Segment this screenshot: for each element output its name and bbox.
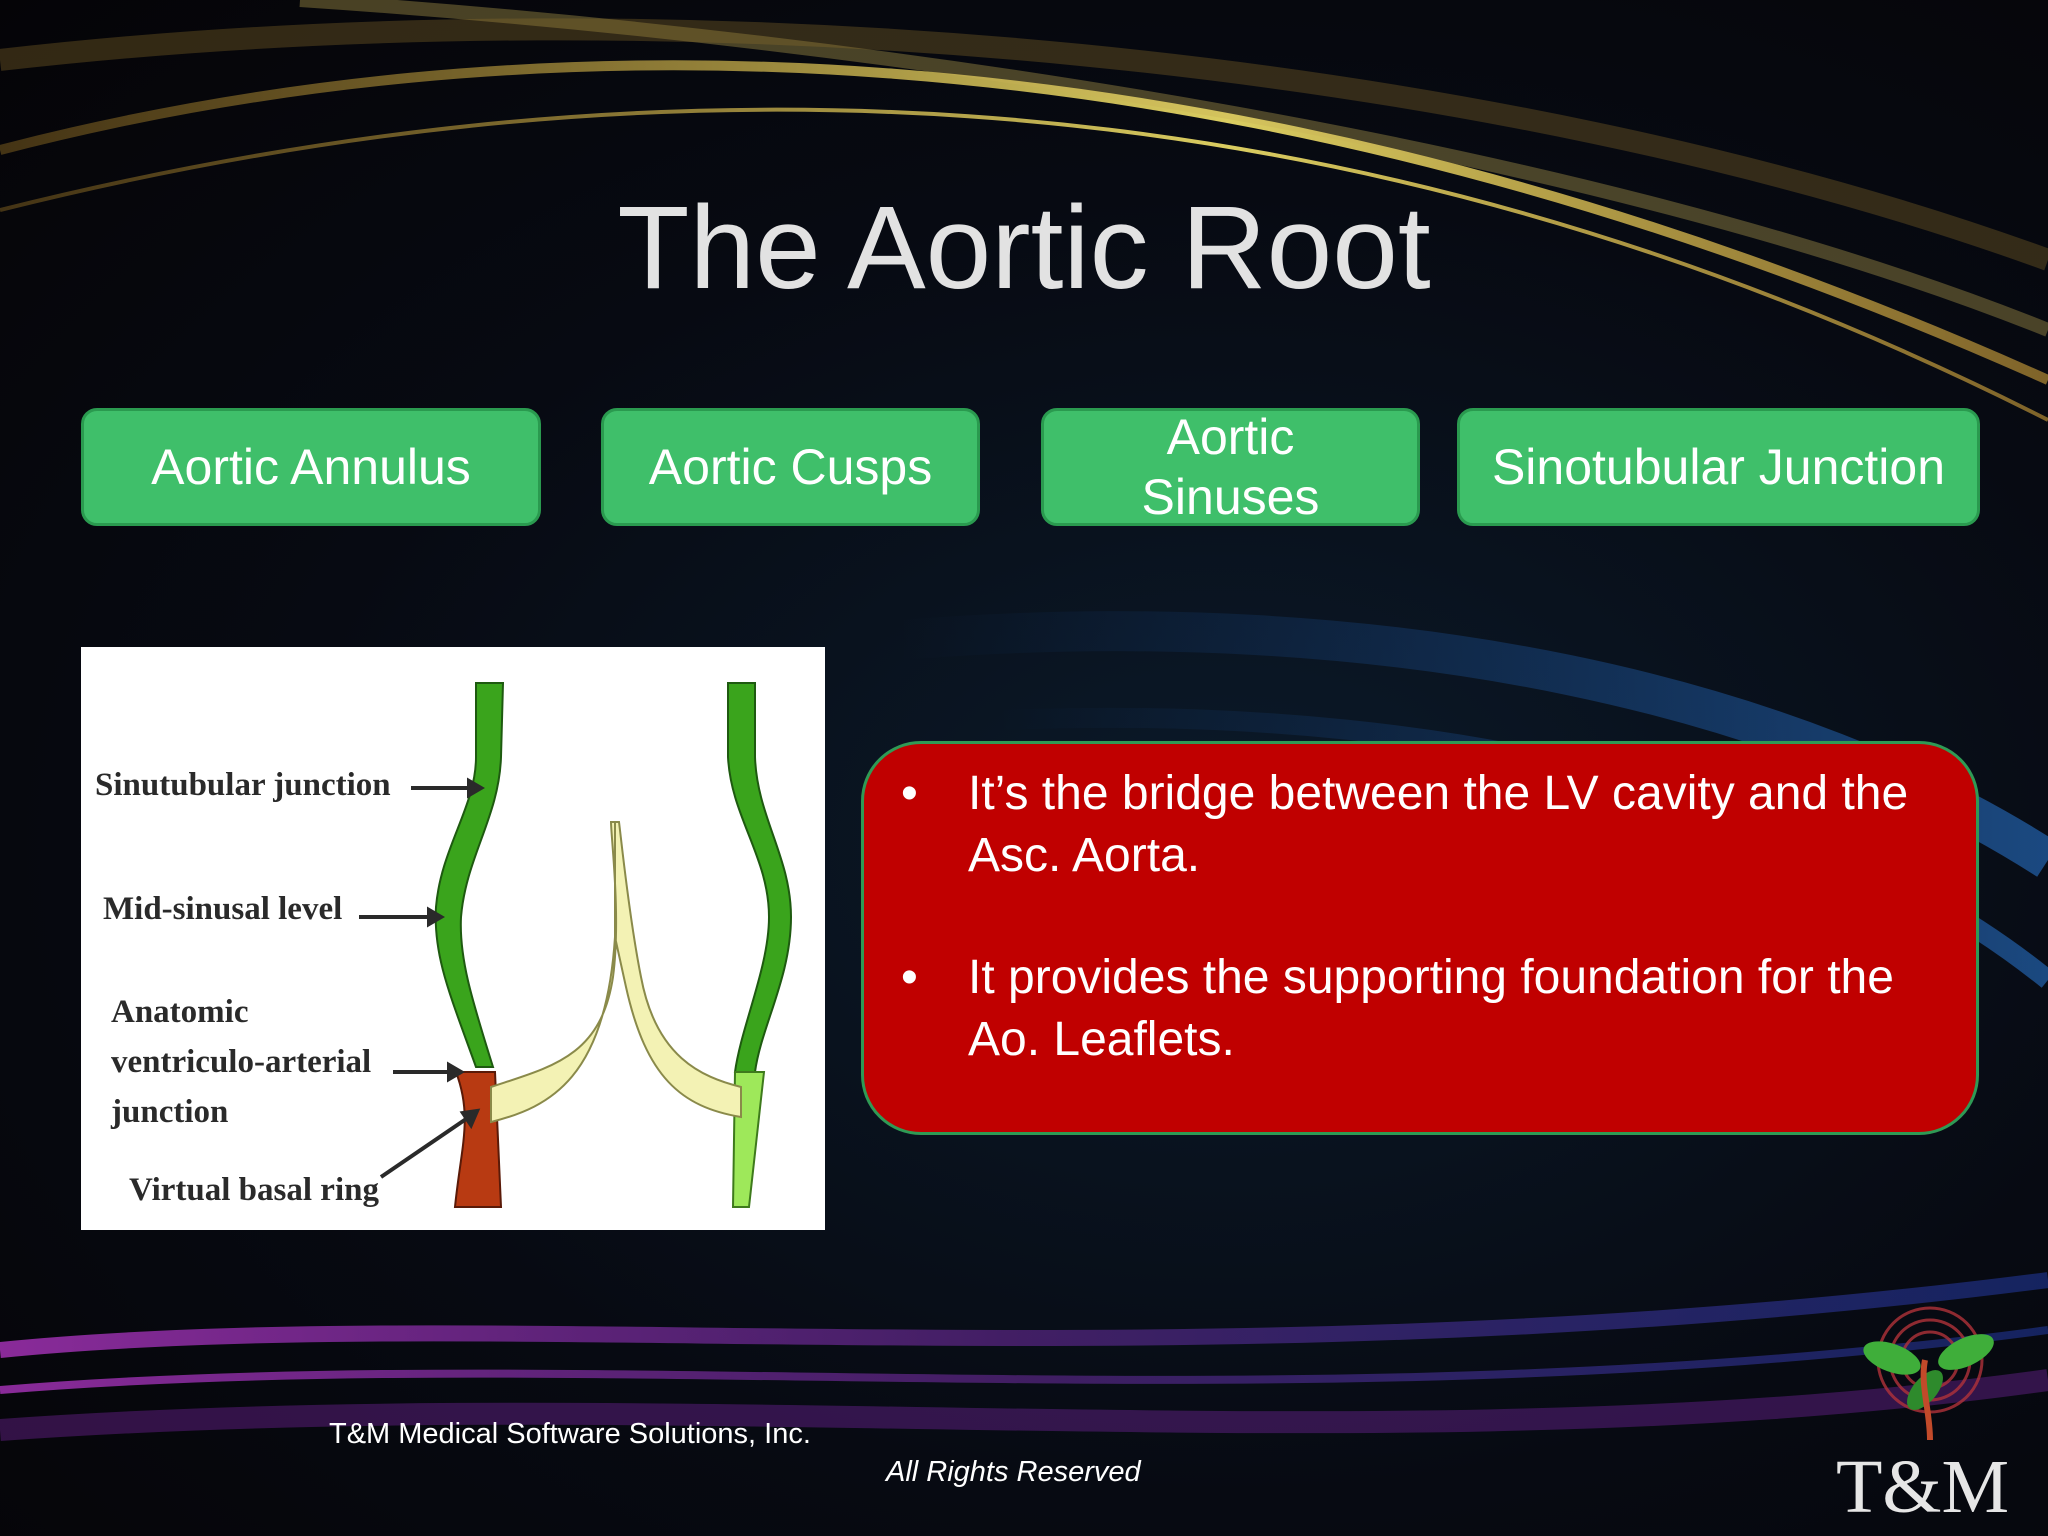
bullet-marker: •	[901, 951, 918, 1004]
pill-label: Sinotubular Junction	[1491, 439, 1946, 495]
bullet-item: • It provides the supporting foundation …	[901, 947, 1928, 1071]
pill-label: Aortic Annulus	[151, 439, 471, 495]
label-basal-ring: Virtual basal ring	[129, 1172, 379, 1208]
tm-logo: T&M	[1836, 1306, 2009, 1520]
label-sinotubular: Sinutubular junction	[95, 767, 391, 803]
pill-sinotubular-junction: Sinotubular Junction	[1457, 408, 1980, 526]
right-aortic-wall	[727, 682, 793, 1073]
footer-company: T&M Medical Software Solutions, Inc.	[329, 1418, 811, 1450]
label-vaj-line1: Anatomic	[111, 994, 248, 1030]
aortic-root-diagram: Sinutubular junction Mid-sinusal level A…	[81, 647, 825, 1230]
label-vaj-line3: junction	[110, 1094, 228, 1130]
pill-aortic-annulus: Aortic Annulus	[81, 408, 541, 526]
pointer-arrows	[359, 777, 485, 1179]
bullet-text: It provides the supporting foundation fo…	[968, 951, 1894, 1066]
pill-label: Aortic Sinuses	[1141, 409, 1320, 525]
pill-label: Aortic Cusps	[648, 439, 933, 495]
left-ventricular-segment	[453, 1071, 503, 1208]
pill-aortic-cusps: Aortic Cusps	[601, 408, 980, 526]
slide-title: The Aortic Root	[617, 182, 1431, 314]
footer-rights: All Rights Reserved	[886, 1456, 1141, 1488]
pill-aortic-sinuses: Aortic Sinuses	[1041, 408, 1420, 526]
callout-box: • It’s the bridge between the LV cavity …	[861, 741, 1979, 1135]
aortic-root-drawing: Sinutubular junction Mid-sinusal level A…	[95, 682, 793, 1208]
left-aortic-wall	[434, 682, 505, 1068]
logo-plant-icon	[1863, 1334, 1994, 1441]
bullet-item: • It’s the bridge between the LV cavity …	[901, 763, 1928, 887]
bullet-text: It’s the bridge between the LV cavity an…	[968, 767, 1909, 882]
logo-text: T&M	[1836, 1445, 2009, 1520]
label-vaj-line2: ventriculo-arterial	[111, 1044, 371, 1080]
label-mid-sinusal: Mid-sinusal level	[103, 891, 342, 927]
bullet-marker: •	[901, 767, 918, 820]
